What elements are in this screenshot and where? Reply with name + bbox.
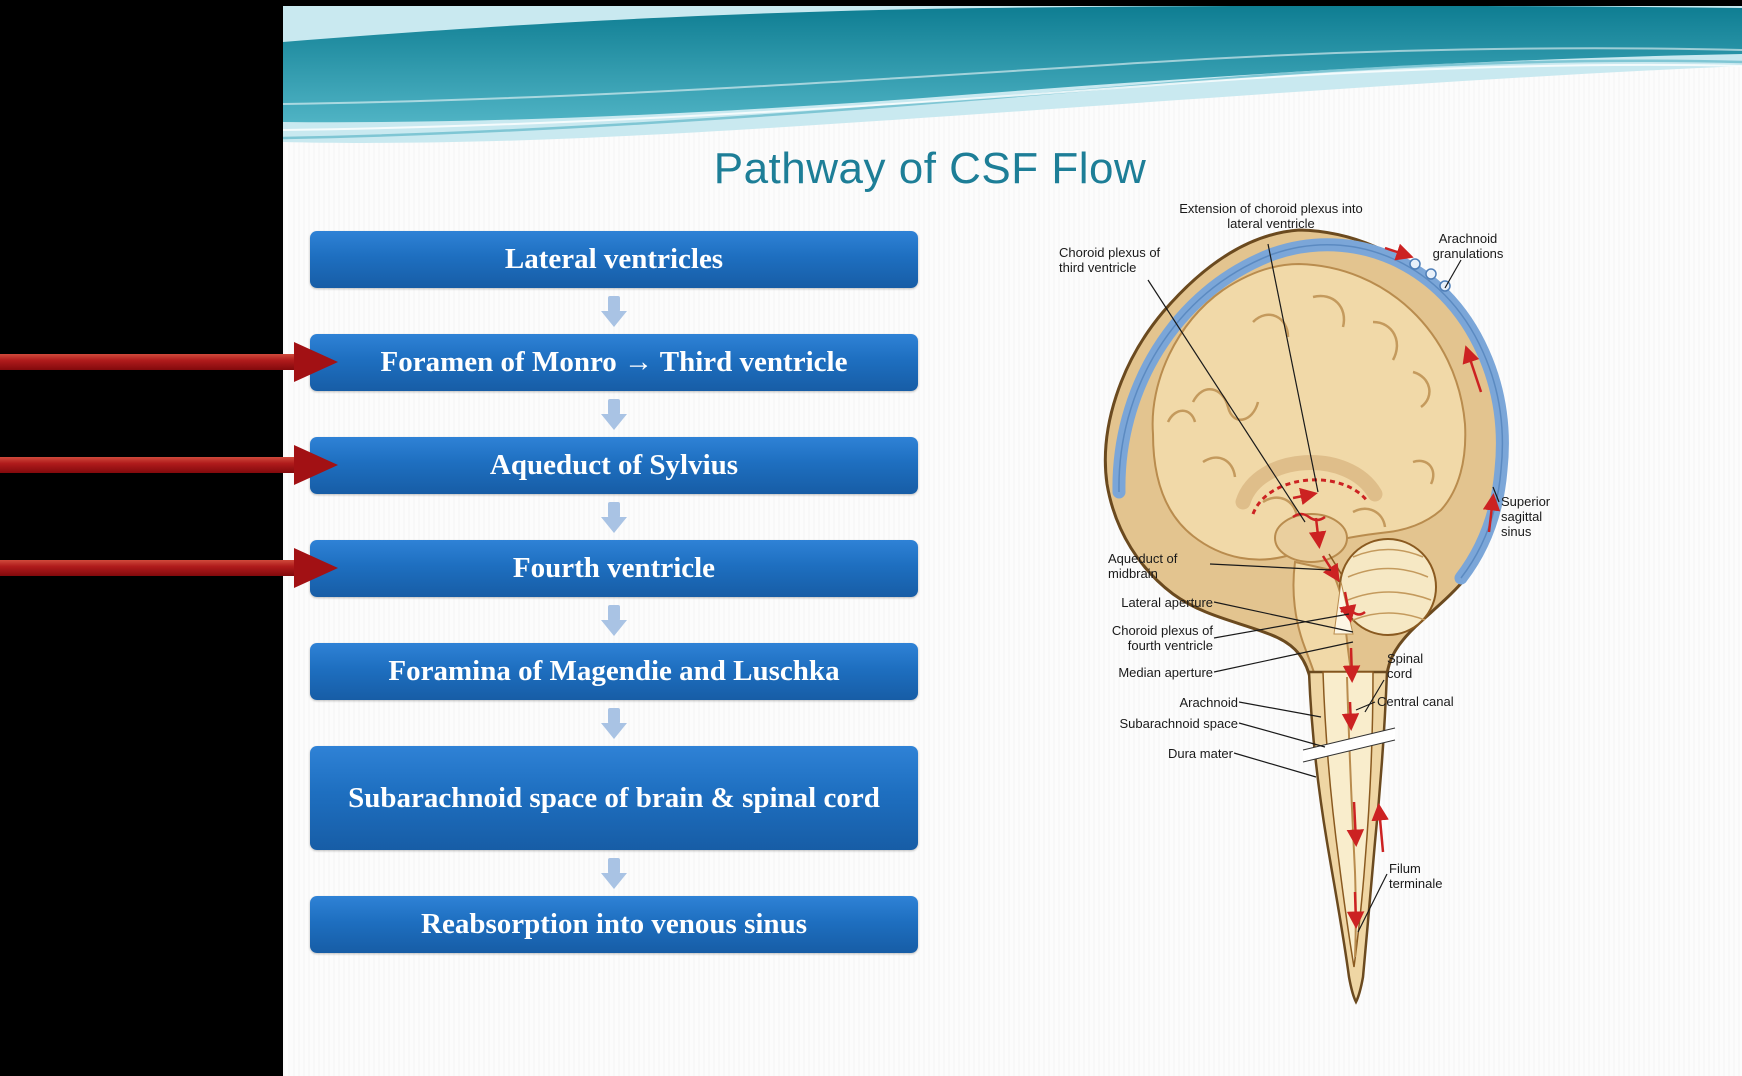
label-dura-mater: Dura mater: [1167, 746, 1233, 761]
down-arrow-icon: [601, 707, 627, 739]
flow-step-1: Lateral ventricles: [310, 231, 918, 288]
flow-step-6-label: Subarachnoid space of brain & spinal cor…: [348, 781, 880, 814]
flow-step-7: Reabsorption into venous sinus: [310, 896, 918, 953]
flow-connector-3: [310, 494, 918, 540]
third-ventricle-region: [1274, 512, 1348, 563]
label-filum-terminale: Filum terminale: [1389, 861, 1443, 891]
pointer-arrow-shaft: [0, 354, 296, 370]
csf-flow-arrows: [1292, 243, 1501, 929]
label-median-aperture: Median aperture: [1118, 665, 1213, 680]
flow-step-3-label: Aqueduct of Sylvius: [489, 449, 739, 482]
arachnoid-granulations: [1409, 258, 1451, 292]
flow-step-3: Aqueduct of Sylvius: [310, 437, 918, 494]
leader-lines: [1147, 243, 1500, 933]
label-arachnoid-granulations: Arachnoid granulations: [1432, 231, 1504, 261]
csf-flowchart: Lateral ventricles Foramen of Monro → Th…: [310, 231, 918, 953]
corpus-callosum: [1235, 455, 1383, 515]
label-lateral-aperture: Lateral aperture: [1121, 595, 1213, 610]
page-title: Pathway of CSF Flow: [713, 144, 1147, 193]
pointer-arrow-3: [0, 548, 338, 588]
down-arrow-icon: [601, 857, 627, 889]
flow-step-2: Foramen of Monro → Third ventricle: [310, 334, 918, 391]
down-arrow-icon: [601, 501, 627, 533]
flow-step-5: Foramina of Magendie and Luschka: [310, 643, 918, 700]
pointer-arrow-shaft: [0, 457, 296, 473]
wave-decoration: [283, 6, 1742, 143]
flow-connector-2: [310, 391, 918, 437]
subarachnoid-band: [1112, 238, 1509, 585]
right-arrowhead-icon: [294, 548, 338, 588]
brain-illustration: [1103, 228, 1509, 1005]
right-arrowhead-icon: [294, 445, 338, 485]
label-superior-sagittal-sinus: Superior sagittal sinus: [1501, 494, 1551, 539]
flow-step-2-label: Foramen of Monro → Third ventricle: [380, 346, 848, 379]
cord-break-mark: [1302, 727, 1396, 763]
spinal-cord: [1307, 670, 1389, 1005]
pointer-arrow-1: [0, 342, 338, 382]
pointer-arrow-shaft: [0, 560, 296, 576]
flow-step-5-label: Foramina of Magendie and Luschka: [388, 655, 840, 688]
pointer-arrow-2: [0, 445, 338, 485]
gyri-lines: [1166, 294, 1435, 528]
brain-diagram: Extension of choroid plexus into lateral…: [1053, 201, 1553, 1012]
right-arrowhead-icon: [294, 342, 338, 382]
flow-step-4: Fourth ventricle: [310, 540, 918, 597]
label-extension-choroid-plexus: Extension of choroid plexus into lateral…: [1179, 201, 1363, 231]
flow-step-6: Subarachnoid space of brain & spinal cor…: [310, 746, 918, 850]
flow-step-1-label: Lateral ventricles: [504, 243, 724, 276]
label-choroid-plexus-fourth-ventricle: Choroid plexus of fourth ventricle: [1111, 623, 1213, 653]
flow-step-7-label: Reabsorption into venous sinus: [421, 908, 807, 941]
flow-step-4-label: Fourth ventricle: [512, 552, 716, 585]
label-spinal-cord: Spinal cord: [1387, 651, 1424, 681]
label-aqueduct-of-midbrain: Aqueduct of midbrain: [1108, 551, 1178, 581]
flow-connector-4: [310, 597, 918, 643]
label-arachnoid: Arachnoid: [1179, 695, 1238, 710]
slide: Pathway of CSF Flow Lateral ventricles F…: [283, 6, 1742, 1076]
flow-connector-1: [310, 288, 918, 334]
label-subarachnoid-space: Subarachnoid space: [1119, 716, 1238, 731]
flow-connector-6: [310, 850, 918, 896]
down-arrow-icon: [601, 398, 627, 430]
cerebrum: [1151, 262, 1467, 561]
label-choroid-plexus-third-ventricle: Choroid plexus of third ventricle: [1059, 245, 1161, 275]
down-arrow-icon: [601, 604, 627, 636]
cerebellum: [1339, 538, 1437, 636]
label-central-canal: Central canal: [1377, 694, 1454, 709]
flow-connector-5: [310, 700, 918, 746]
down-arrow-icon: [601, 295, 627, 327]
